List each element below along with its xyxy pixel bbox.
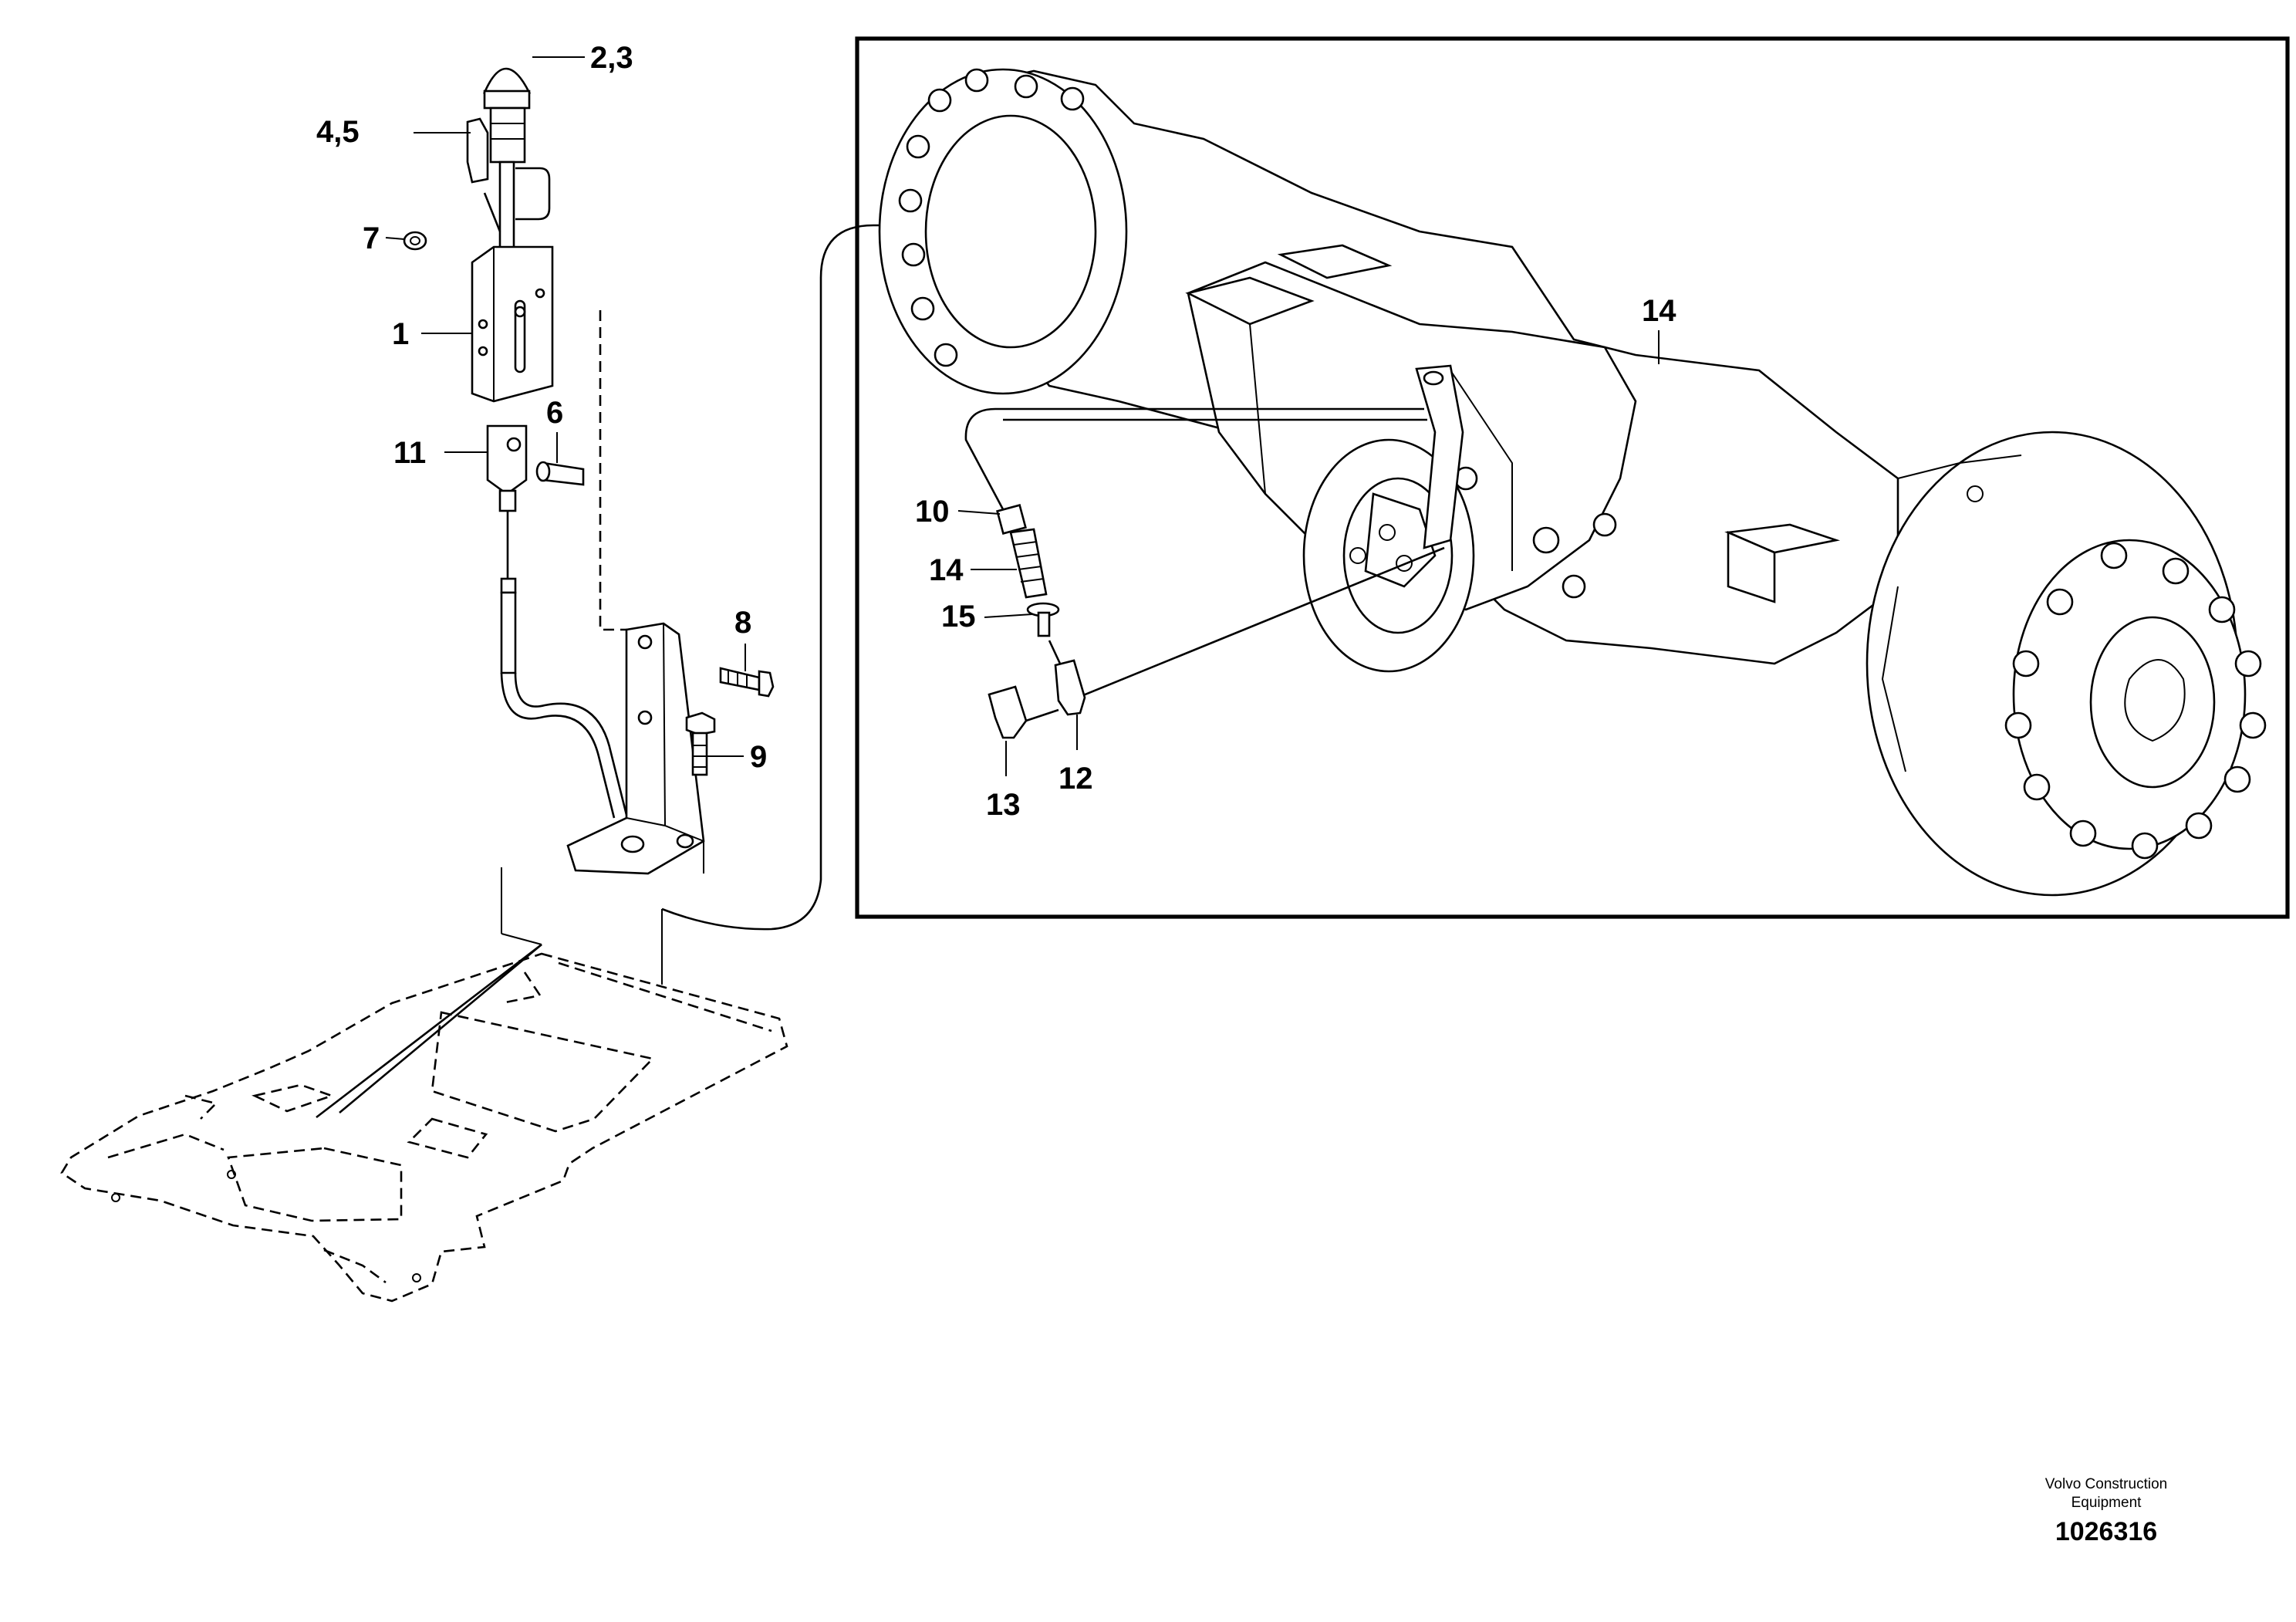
- callout-8: 8: [734, 606, 751, 640]
- parking-brake-lever: [466, 67, 551, 264]
- callout-14-axle: 14: [1642, 294, 1676, 328]
- callout-13: 13: [986, 788, 1021, 822]
- lever-bracket: [566, 622, 705, 875]
- clevis-pin: [535, 461, 585, 486]
- callout-14-cable: 14: [929, 553, 964, 587]
- callout-4-5: 4,5: [316, 115, 360, 149]
- leader-to-floor-2: [501, 933, 542, 945]
- axle-detail-frame: [855, 36, 2290, 919]
- flange-bolt-9: [685, 711, 716, 776]
- callout-15: 15: [941, 600, 976, 634]
- callout-10: 10: [915, 495, 950, 529]
- company-name-line2: Equipment: [2071, 1495, 2142, 1511]
- company-name: Volvo Construction Equipment: [1975, 1475, 2237, 1512]
- callout-1: 1: [392, 317, 409, 351]
- callout-6: 6: [546, 396, 563, 430]
- cable-clevis: [486, 424, 528, 512]
- leader-lines: [385, 56, 1660, 776]
- drawing-number: 1026316: [2055, 1517, 2158, 1546]
- brake-cable-upper: [500, 511, 628, 819]
- callout-9: 9: [750, 740, 767, 774]
- flange-bolt-8: [719, 667, 775, 698]
- callout-12: 12: [1059, 762, 1093, 796]
- company-name-line1: Volvo Construction: [2044, 1476, 2168, 1492]
- callout-2-3: 2,3: [590, 41, 633, 75]
- assembly-dashed-line: [599, 310, 634, 631]
- axle-housing: [878, 68, 2267, 897]
- nut: [403, 231, 427, 251]
- lever-mounting-plate: [471, 245, 554, 403]
- callout-7: 7: [363, 221, 380, 255]
- callout-11: 11: [393, 436, 426, 470]
- brake-cable-lower: [964, 407, 1445, 739]
- cab-floor-outline: [60, 943, 788, 1303]
